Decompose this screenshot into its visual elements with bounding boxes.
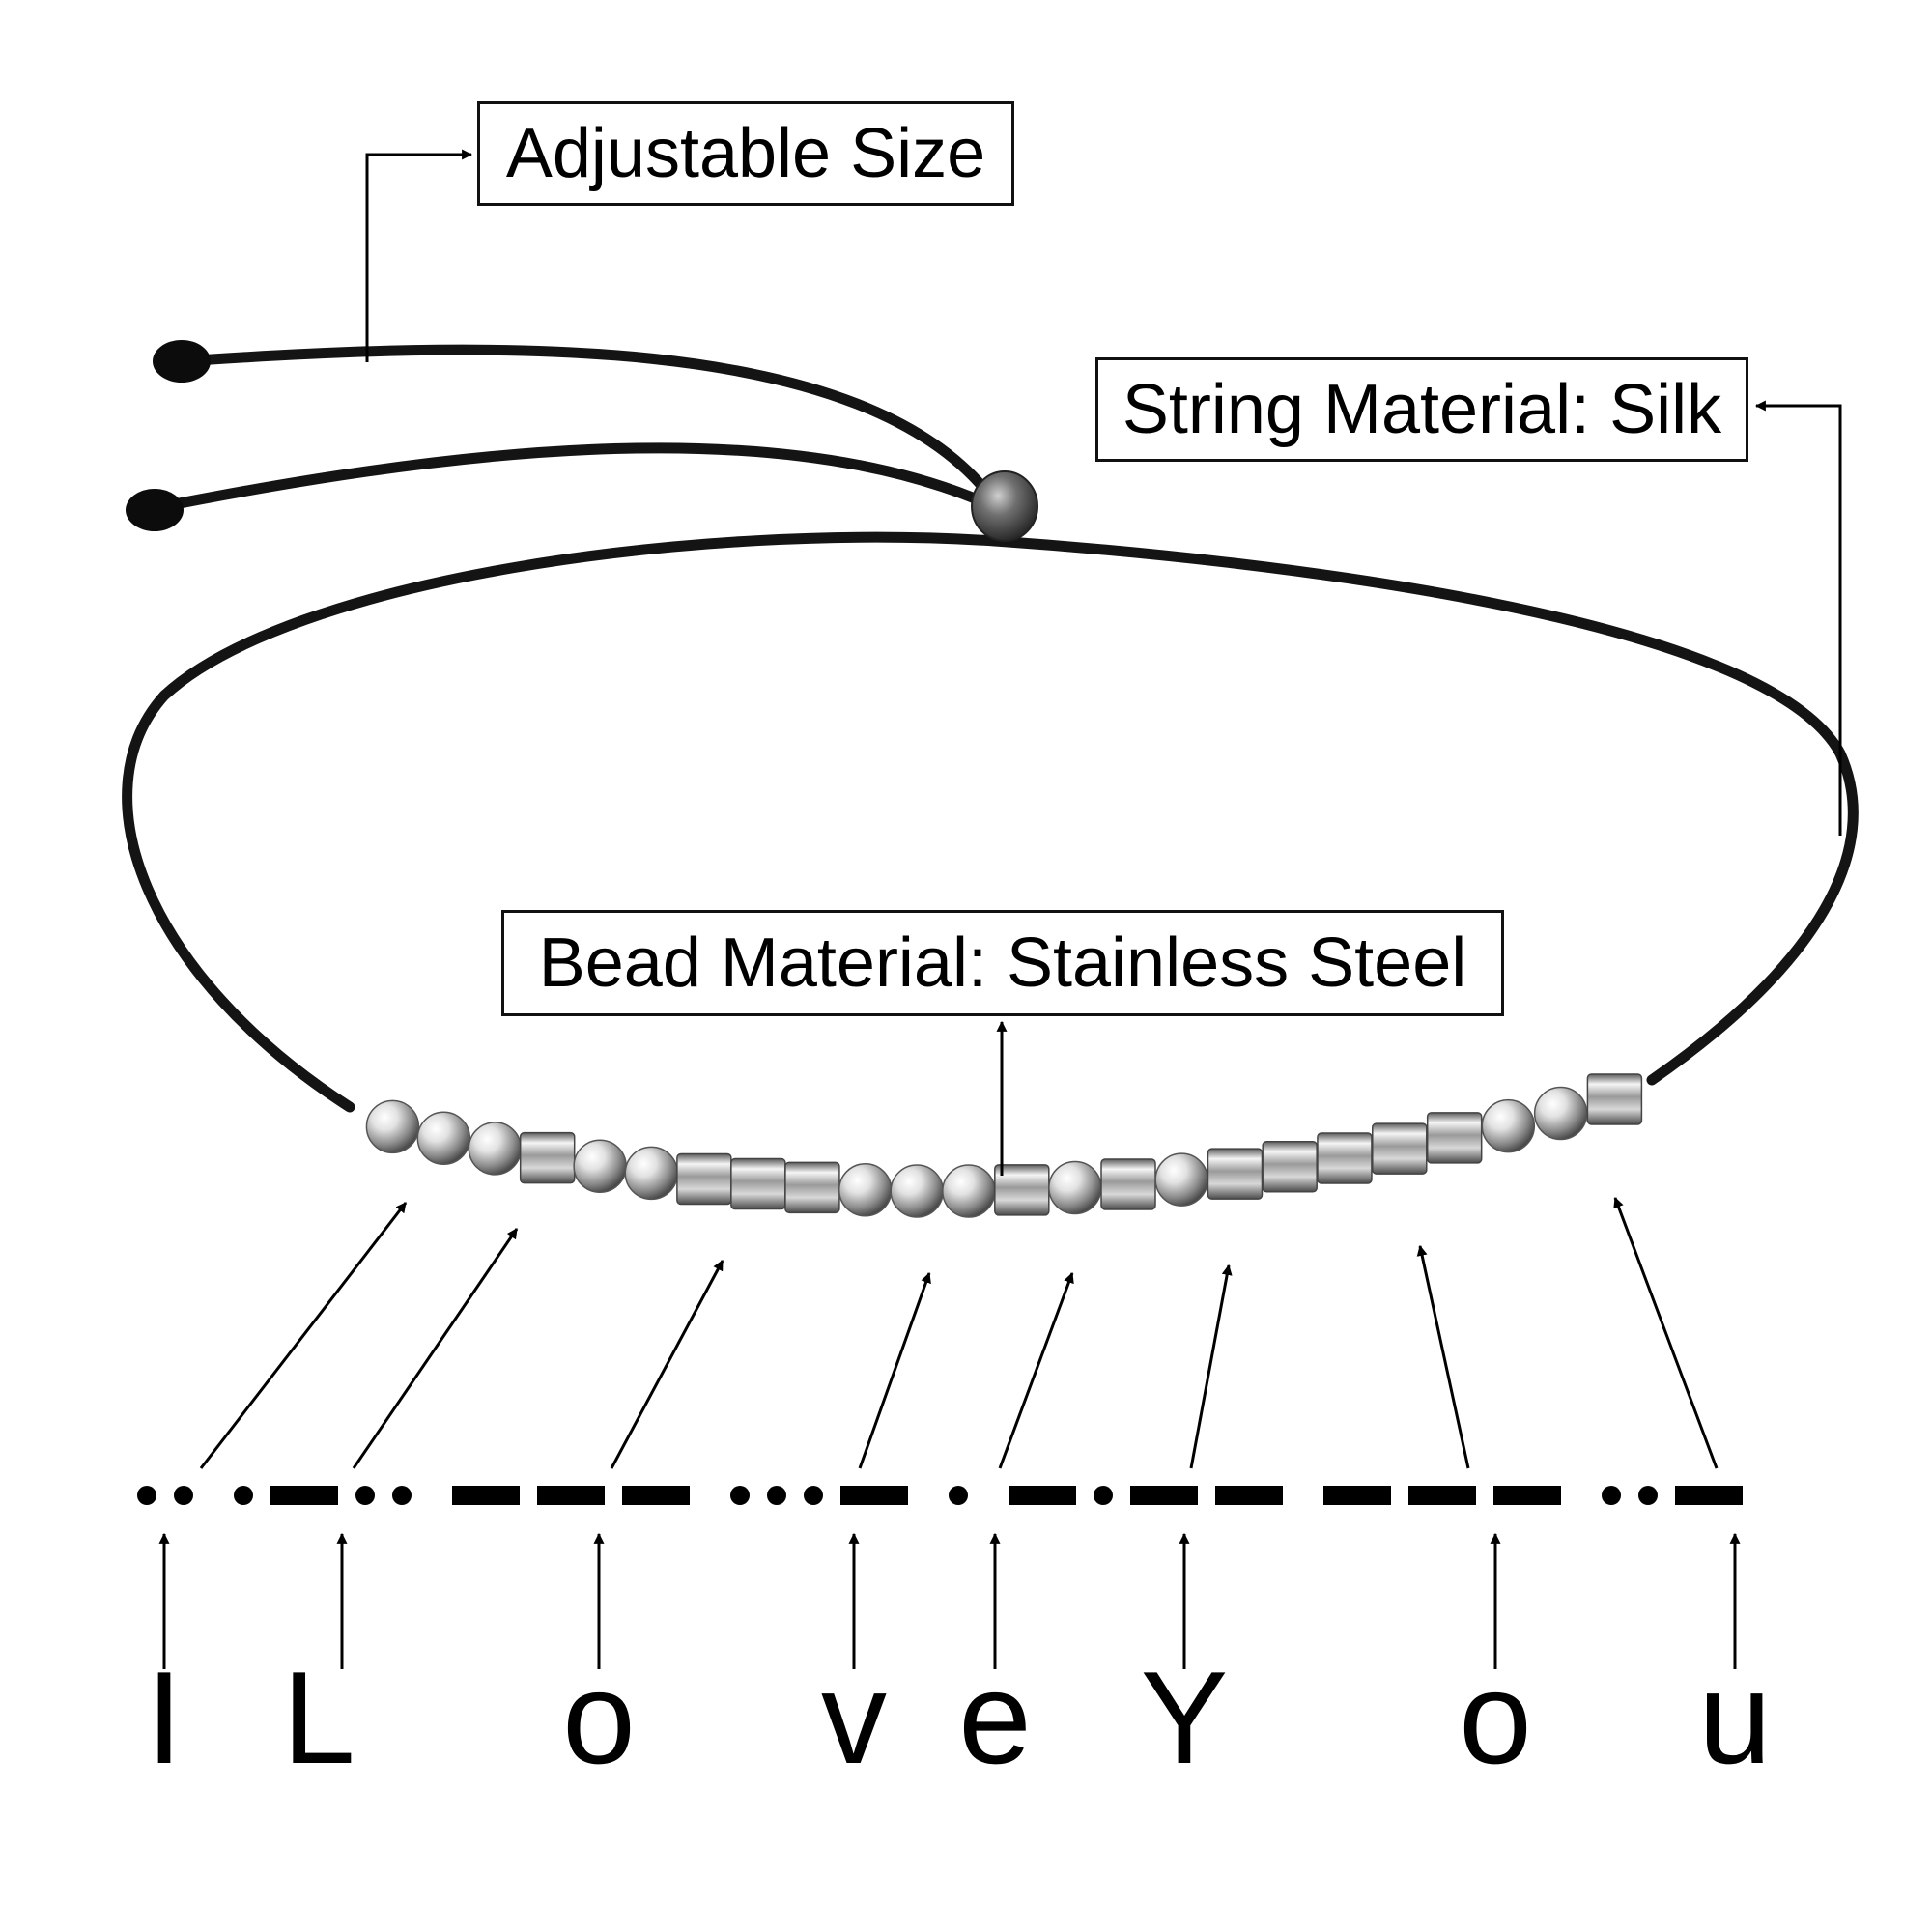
morse-dash (840, 1486, 908, 1505)
round-bead (1533, 1086, 1588, 1141)
morse-dot (949, 1486, 968, 1505)
round-bead (468, 1122, 523, 1176)
cord-knot-ends (126, 340, 211, 531)
morse-code-sequence (137, 1486, 1743, 1505)
round-bead (624, 1146, 679, 1201)
morse-dot (174, 1486, 193, 1505)
slider-bead (971, 470, 1038, 542)
bead-material-label: Bead Material: Stainless Steel (538, 924, 1467, 1002)
bead-material-callout: Bead Material: Stainless Steel (501, 910, 1504, 1016)
morse-dot (1602, 1486, 1621, 1505)
round-bead (942, 1164, 996, 1218)
tube-bead (676, 1152, 732, 1206)
morse-dash (452, 1486, 520, 1505)
round-bead (365, 1099, 420, 1154)
tube-bead (730, 1157, 786, 1210)
morse-dot (1094, 1486, 1113, 1505)
morse-to-bead-arrows (199, 1196, 1719, 1469)
morse-dot (804, 1486, 823, 1505)
adjustable-size-callout: Adjustable Size (477, 101, 1014, 206)
round-bead (573, 1139, 627, 1193)
letter-to-morse-arrows (158, 1532, 1741, 1669)
morse-dash (1009, 1486, 1076, 1505)
tube-bead (1207, 1148, 1264, 1200)
round-bead (1154, 1152, 1208, 1207)
morse-dash (1408, 1486, 1476, 1505)
tube-bead (1586, 1073, 1643, 1125)
adjustable-connector (365, 149, 473, 362)
message-letter: u (1698, 1644, 1772, 1791)
round-bead (1048, 1160, 1102, 1215)
tube-bead (1317, 1132, 1373, 1184)
tube-bead (1262, 1140, 1318, 1193)
round-bead (416, 1111, 471, 1165)
string-material-callout: String Material: Silk (1095, 357, 1748, 462)
round-bead (838, 1163, 893, 1217)
morse-bead-row (365, 1073, 1643, 1218)
morse-dash (537, 1486, 605, 1505)
message-letter: v (821, 1644, 887, 1791)
message-letter: o (1459, 1644, 1532, 1791)
morse-dot (392, 1486, 412, 1505)
adjustable-size-label: Adjustable Size (505, 115, 986, 192)
round-bead (890, 1164, 944, 1218)
message-letter: L (282, 1644, 355, 1791)
morse-dash (1215, 1486, 1283, 1505)
morse-dot (1638, 1486, 1658, 1505)
tube-bead (1426, 1112, 1483, 1164)
morse-dash (1493, 1486, 1561, 1505)
morse-dot (767, 1486, 786, 1505)
morse-dot (137, 1486, 156, 1505)
morse-dot (730, 1486, 750, 1505)
silk-cord (122, 344, 1859, 1113)
round-bead (1481, 1098, 1536, 1153)
message-letter: I (146, 1644, 183, 1791)
morse-dot (355, 1486, 375, 1505)
tube-bead (519, 1131, 576, 1184)
tube-bead (1100, 1158, 1156, 1210)
tube-bead (1372, 1122, 1428, 1175)
string-connector (1754, 400, 1842, 836)
message-letter: e (958, 1644, 1032, 1791)
morse-dash (1130, 1486, 1198, 1505)
morse-dot (234, 1486, 253, 1505)
string-material-label: String Material: Silk (1122, 371, 1722, 448)
message-letter: Y (1140, 1644, 1229, 1791)
morse-dash (622, 1486, 690, 1505)
morse-dash (1675, 1486, 1743, 1505)
morse-dash (270, 1486, 338, 1505)
callout-connectors (365, 149, 1842, 1176)
tube-bead (784, 1161, 840, 1214)
message-letter: o (562, 1644, 636, 1791)
morse-dash (1323, 1486, 1391, 1505)
